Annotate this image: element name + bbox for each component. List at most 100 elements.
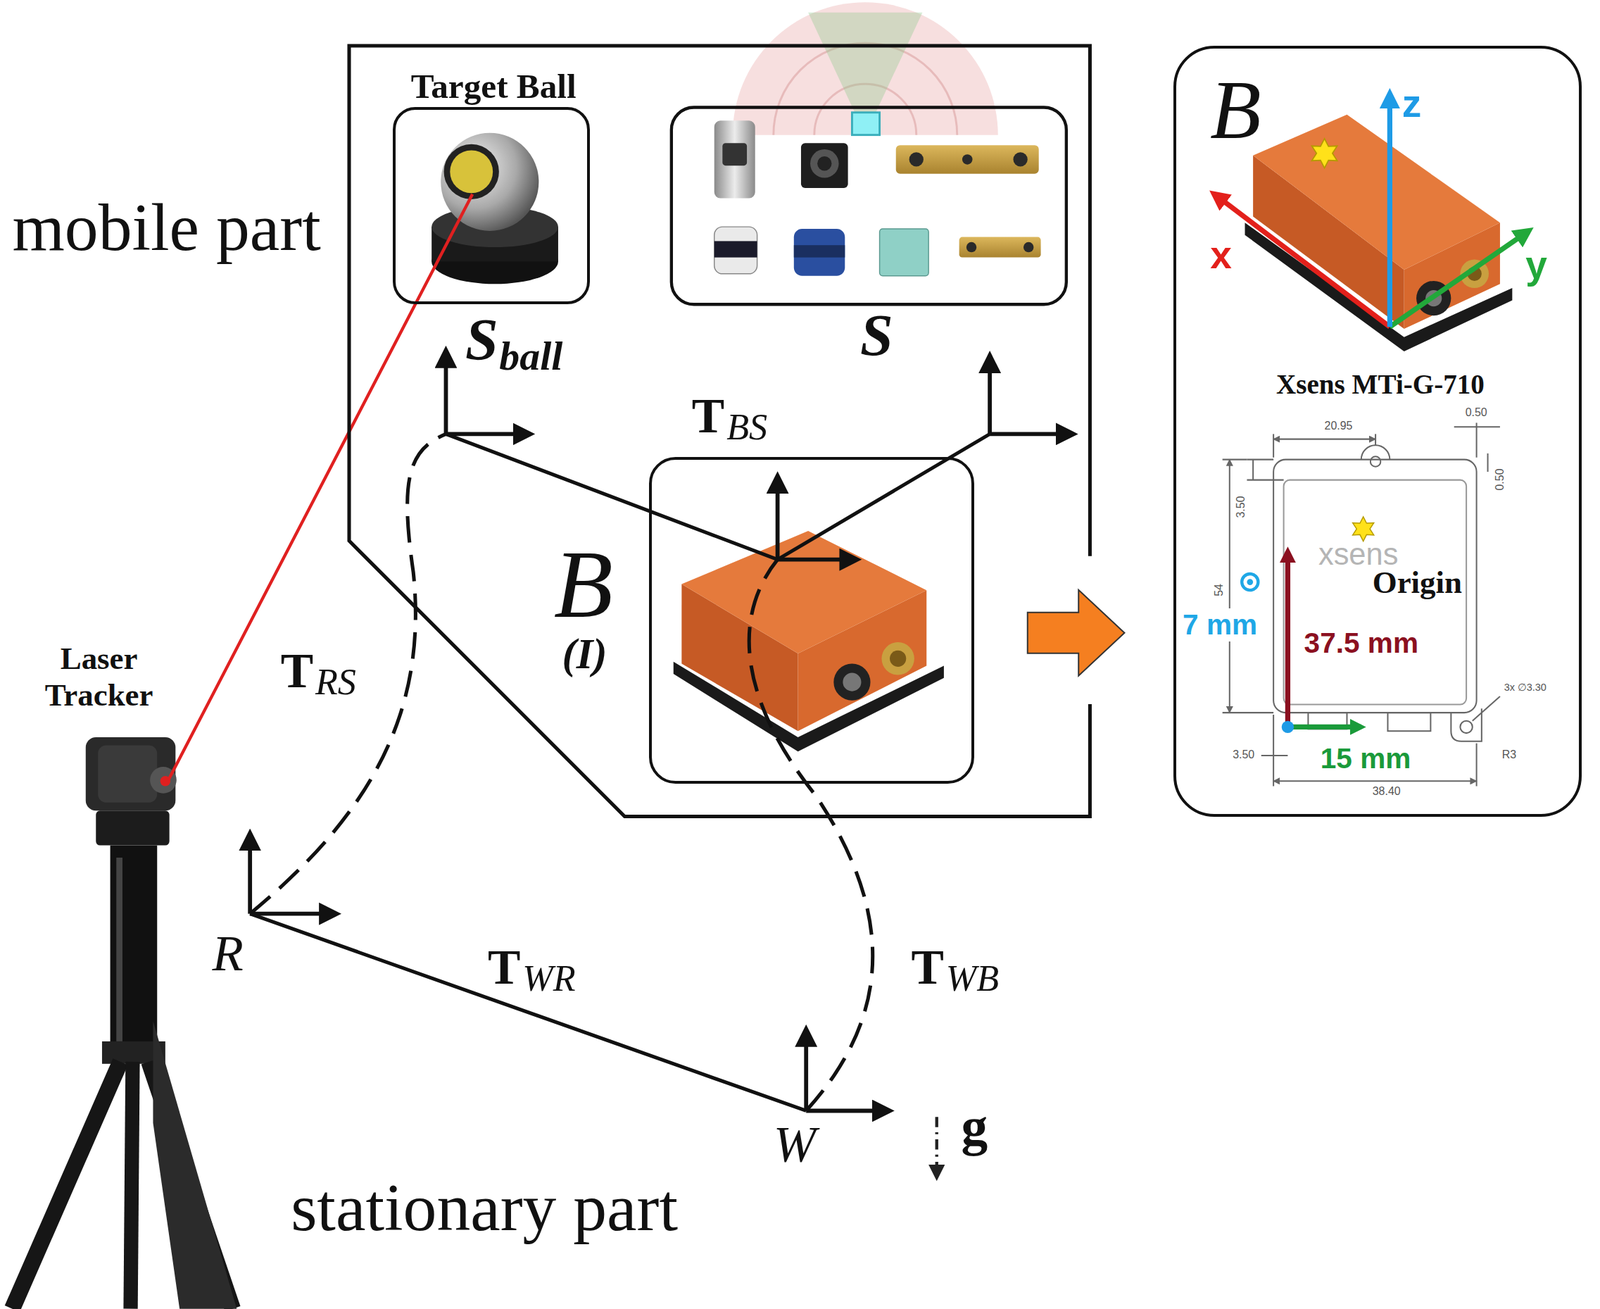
laser-tracker-picture-part bbox=[130, 1061, 134, 1309]
laser-tracker-picture-part bbox=[116, 857, 123, 1042]
technical-drawing-part bbox=[1487, 453, 1489, 472]
frame-letter: B bbox=[1210, 61, 1262, 159]
dimension: 54 bbox=[1212, 583, 1226, 597]
sensor-suite-box-part bbox=[722, 142, 747, 166]
technical-drawing bbox=[1222, 422, 1501, 786]
transform-symbol: T bbox=[280, 642, 314, 699]
dimension: 20.95 bbox=[1324, 419, 1353, 433]
axis-label: y bbox=[1525, 242, 1548, 288]
technical-drawing-part bbox=[1370, 456, 1381, 466]
imu-picture-part bbox=[889, 650, 906, 667]
target-ball-picture-part bbox=[449, 149, 493, 193]
transform-symbol: T bbox=[911, 939, 944, 996]
frame-letter: B bbox=[553, 528, 614, 640]
dimension: R3 bbox=[1502, 748, 1517, 761]
region-title: stationary part bbox=[290, 1168, 678, 1246]
sensor-suite-box-part bbox=[966, 242, 977, 253]
laser-beam bbox=[168, 194, 473, 780]
transform-subscript: WB bbox=[946, 957, 999, 1000]
imu-picture-part bbox=[833, 663, 871, 701]
offset-label: 7 mm bbox=[1180, 608, 1260, 642]
dimension: 0.50 bbox=[1465, 406, 1488, 419]
frame-name: W bbox=[773, 1114, 816, 1173]
laser-tracker-picture-part bbox=[11, 1061, 121, 1309]
target-ball-picture bbox=[431, 133, 559, 285]
imu-detail-picture-part bbox=[1214, 194, 1390, 327]
origin-markers-part bbox=[1241, 573, 1258, 590]
box-title: Target Ball bbox=[340, 66, 647, 107]
frame-note: (I) bbox=[561, 629, 607, 679]
imu-box: B(I) bbox=[649, 456, 975, 784]
imu-detail-picture bbox=[1214, 94, 1529, 352]
technical-drawing-part bbox=[1252, 459, 1254, 481]
sensor-suite-box-part bbox=[794, 228, 845, 276]
gravity-label: g bbox=[961, 1096, 989, 1158]
technical-drawing-part bbox=[1374, 433, 1377, 445]
technical-drawing-part bbox=[1273, 779, 1477, 782]
sensor-suite-box-part bbox=[896, 145, 1039, 174]
sensor-suite-box bbox=[671, 107, 1067, 305]
technical-drawing-part bbox=[1361, 444, 1391, 459]
technical-drawing-part bbox=[1387, 712, 1431, 731]
dimension: 3x ∅3.30 bbox=[1504, 681, 1547, 694]
origin-markers-part bbox=[1246, 578, 1253, 585]
coordinate-frame-part bbox=[805, 1108, 888, 1113]
imu-picture-part bbox=[681, 530, 927, 654]
coordinate-frame-part bbox=[987, 357, 992, 435]
transform-line-part bbox=[249, 913, 806, 1111]
sensor-suite-box-part bbox=[714, 226, 758, 274]
dashed-transform-part bbox=[748, 559, 873, 1111]
origin-label: Origin bbox=[1370, 564, 1465, 602]
gravity-arrow bbox=[936, 1116, 937, 1176]
technical-drawing-part bbox=[1476, 422, 1478, 457]
laser-tracker-picture bbox=[11, 736, 237, 1309]
technical-drawing-part bbox=[1273, 438, 1376, 440]
sensor-suite-box-part bbox=[879, 228, 930, 276]
sensor-suite-box-part bbox=[1012, 152, 1028, 167]
sensor-suite-box-part bbox=[1023, 242, 1034, 253]
axis-label: x bbox=[1210, 232, 1232, 278]
imu-picture bbox=[673, 530, 944, 752]
frame-name: S bbox=[860, 301, 894, 371]
frame-subscript: ball bbox=[499, 332, 563, 381]
imu-picture-part bbox=[842, 672, 861, 692]
coordinate-frame-part bbox=[775, 477, 780, 560]
technical-drawing-part bbox=[1450, 708, 1482, 741]
laser-beam-part bbox=[168, 194, 473, 780]
sensor-suite-box-part bbox=[817, 156, 832, 171]
sensor-fov-fan-part bbox=[732, 2, 999, 135]
coordinate-frame bbox=[249, 351, 1072, 1111]
offset-label: 15 mm bbox=[1318, 741, 1413, 776]
technical-drawing-part bbox=[1261, 754, 1289, 757]
transform-subscript: BS bbox=[726, 406, 768, 449]
sensor-suite-box-part bbox=[714, 120, 756, 198]
technical-drawing-part bbox=[1272, 433, 1275, 457]
technical-drawing-part bbox=[1272, 714, 1275, 786]
region-outline-line bbox=[349, 45, 1090, 816]
transform-symbol: T bbox=[487, 939, 521, 996]
technical-drawing-part bbox=[1222, 458, 1248, 461]
origin-markers-part bbox=[1285, 551, 1291, 727]
coordinate-frame-part bbox=[803, 1030, 809, 1111]
technical-drawing-part bbox=[1476, 743, 1478, 787]
dashed-transform bbox=[249, 433, 873, 1111]
origin-markers-part bbox=[1352, 516, 1375, 542]
offset-label: 37.5 mm bbox=[1304, 626, 1419, 660]
sensor-suite-box-part bbox=[959, 237, 1042, 258]
sensor-fov-fan-part bbox=[851, 112, 880, 136]
technical-drawing-part bbox=[1472, 696, 1501, 721]
sensor-suite-box-part bbox=[810, 149, 840, 179]
imu-detail-panel: BXsens MTi-G-710 bbox=[1173, 45, 1582, 816]
frame-name: R bbox=[212, 923, 244, 982]
dimension: 3.50 bbox=[1234, 496, 1248, 519]
transform-symbol: T bbox=[691, 387, 725, 445]
target-ball-picture-part bbox=[440, 133, 539, 231]
technical-drawing-part bbox=[1246, 479, 1284, 481]
sensor-suite-box-part bbox=[794, 244, 845, 257]
block-arrow bbox=[1027, 589, 1125, 676]
dimension: 0.50 bbox=[1493, 468, 1507, 491]
technical-drawing-part bbox=[1222, 711, 1274, 714]
technical-drawing-part bbox=[1283, 480, 1467, 705]
axis-label: z bbox=[1402, 81, 1422, 127]
origin-markers-part bbox=[1281, 720, 1294, 733]
